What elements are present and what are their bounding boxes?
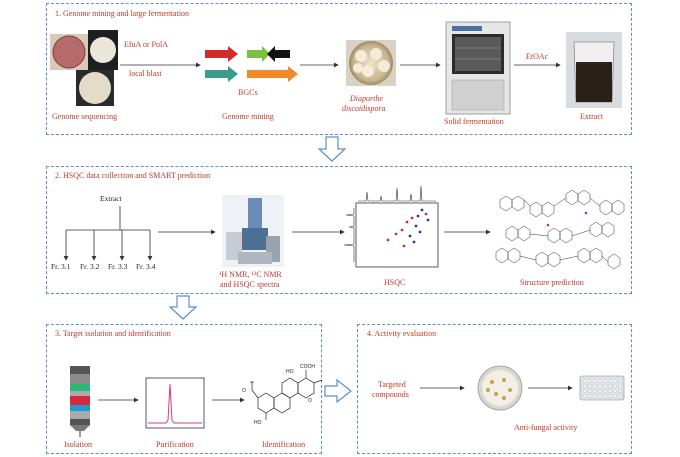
hollow-arrow-down-1 [317, 136, 347, 162]
nmr-spectrometer-photo [222, 195, 284, 267]
chromatography-column [70, 366, 90, 437]
hplc-chromatogram [145, 377, 205, 429]
panel1-title: 1. Genome mining and large fermentation [55, 9, 190, 18]
hsqc-spectrum-plot [343, 185, 439, 268]
fraction-label-3: Fr. 3.3 [108, 262, 128, 271]
svg-text:HO: HO [254, 420, 262, 426]
svg-text:COOH: COOH [300, 364, 315, 370]
panel4-title: 4. Activity evaluation [367, 329, 437, 338]
bgc-arrows [205, 46, 298, 82]
etoac-label: EtOAc [526, 52, 549, 61]
identification-label: Identification [262, 440, 306, 449]
panel3-title: 3. Target isolation and identification [55, 329, 171, 338]
solid-fermentation-label: Solid fermentation [444, 117, 504, 126]
efua-pola-label: EfuA or PolA [124, 40, 168, 49]
extract-label-panel1: Extract [580, 112, 604, 121]
panel-hsqc-smart [46, 166, 632, 294]
antifungal-plate-photo [477, 365, 523, 411]
panel-activity-evaluation [357, 324, 632, 454]
antifungal-activity-label: Anti-fungal activity [514, 423, 578, 432]
targeted-compounds-line2: compounds [372, 390, 409, 399]
panel2-title: 2. HSQC data collection and SMART predic… [55, 171, 211, 180]
incubator-photo [445, 21, 511, 115]
nmr-spectra-label-line1: ¹H NMR, ¹³C NMR [219, 270, 282, 279]
compound-structure [250, 370, 323, 420]
local-blast-label: local blast [129, 69, 162, 78]
structure-prediction-cluster [495, 189, 625, 270]
bgcs-label: BGCs [238, 88, 258, 97]
panel-target-isolation [46, 324, 322, 454]
species-name-line1: Diaporthe [350, 94, 383, 103]
genome-sequencing-label: Genome sequencing [52, 112, 118, 121]
fraction-label-1: Fr. 3.1 [51, 262, 71, 271]
structure-prediction-label: Structure prediction [520, 278, 584, 287]
extract-beaker-photo [566, 32, 622, 108]
isolation-label: Isolation [64, 440, 92, 449]
diaporthe-plate-photo [346, 40, 396, 86]
hollow-arrow-right [324, 378, 352, 404]
svg-text:HO: HO [286, 369, 294, 375]
panel-genome-mining [46, 3, 632, 135]
microplate-photo [579, 375, 625, 401]
fraction-label-4: Fr. 3.4 [136, 262, 156, 271]
targeted-compounds-line1: Targeted [378, 380, 406, 389]
fraction-tree [63, 206, 153, 261]
hsqc-label: HSQC [384, 278, 406, 287]
svg-text:O: O [242, 388, 246, 394]
purification-label: Purification [156, 440, 194, 449]
svg-text:O: O [308, 398, 312, 404]
nmr-spectra-label-line2: and HSQC spectra [220, 280, 280, 289]
species-name-line2: discoidispora [342, 104, 386, 113]
fraction-label-2: Fr. 3.2 [80, 262, 100, 271]
genome-mining-label: Genome mining [222, 112, 274, 121]
extract-label-panel2: Extract [100, 194, 122, 203]
hollow-arrow-down-2 [168, 295, 198, 320]
culture-plate-photos [50, 30, 118, 106]
